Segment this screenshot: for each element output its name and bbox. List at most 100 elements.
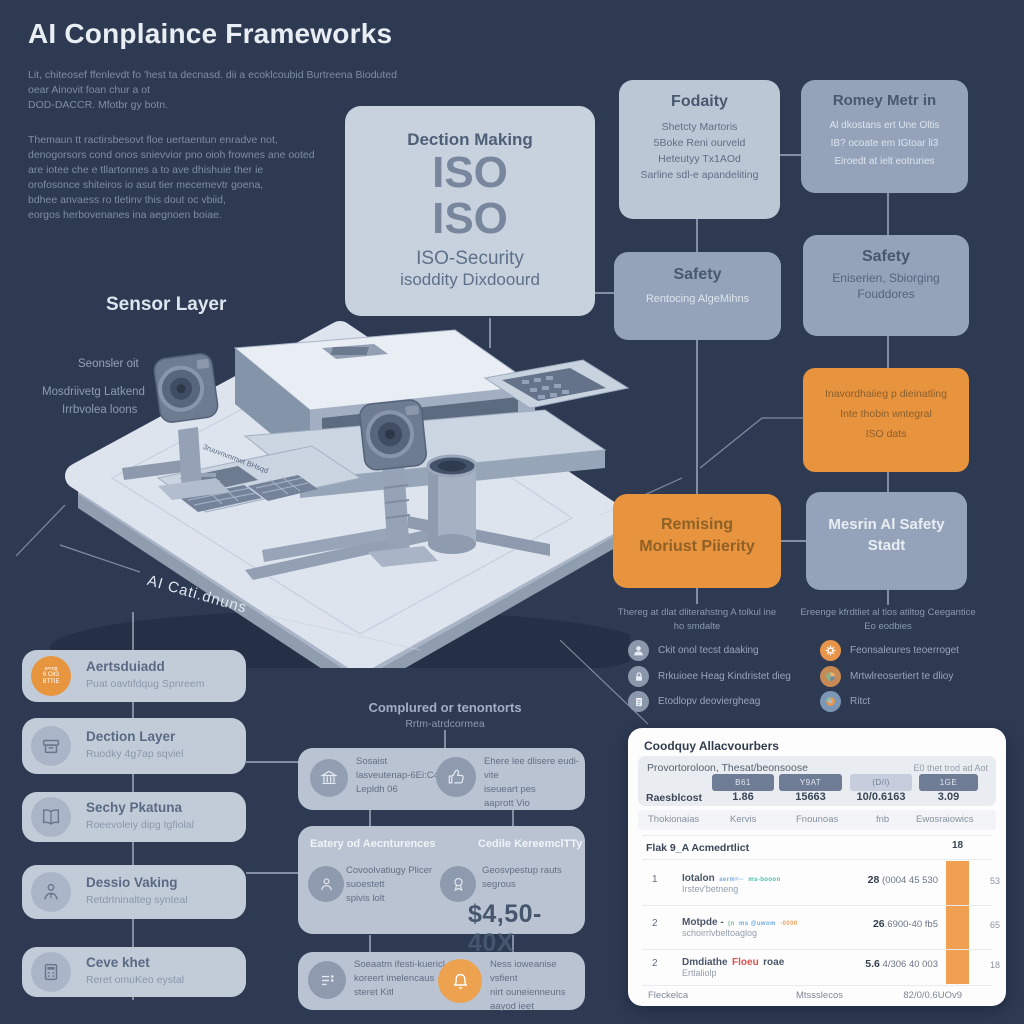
col-footer: Ewosraiowics [916, 814, 974, 825]
metric-value: 3.09 [937, 791, 960, 803]
ranking-row: 2 Dmdiathe Floeu roae Ertlaliolp 5.6 4/3… [628, 950, 1006, 984]
badge-text: 6 Oit3 [42, 672, 59, 678]
mid-box2-header-left: Eatery od Aecnturences [310, 838, 436, 850]
row-subtitle: Ertlaliolp [682, 968, 717, 978]
iso-sub-label: isoddity Dixdoourd [400, 270, 540, 289]
caption-line: Ereenge kfrdtliet al tlos atiltog Ceegan… [800, 607, 976, 618]
intro-line: bdhee anvaess ro tletinv this dout oc vb… [28, 194, 226, 206]
ranking-row: 1 Iotalon aerm=-- ms-booon Irstev'betnen… [628, 862, 1006, 906]
row-title: Iotalon [682, 873, 715, 884]
row-value-bold: 28 [867, 874, 880, 886]
mid-text-line: Ehere lee dlisere eudi-vite [484, 756, 580, 781]
intro-paragraph-2: Themaun tt ractirsbesovt floe uertaentun… [28, 133, 315, 223]
lock-icon [628, 666, 649, 687]
row-value-rest: 4/306 40 003 [879, 959, 938, 970]
list-item-title: Sechy Pkatuna [86, 800, 183, 815]
flow-box-line: Stadt [867, 537, 906, 554]
divider [642, 835, 992, 836]
bullet-item: Etodlopv deoviergheag [628, 691, 760, 712]
connector [887, 472, 889, 493]
bullet-label: Mrtwlreosertiert te dlioy [850, 671, 954, 682]
list-item-aertsduiadd: a=rrig 6 Oit3 BTTIE Aertsduiadd Puat oav… [22, 650, 246, 702]
metric-value: 10/0.6163 [856, 791, 906, 803]
gear-icon [820, 640, 841, 661]
connector [887, 336, 889, 369]
flow-box-title: Safety [861, 248, 911, 265]
row-tag: aerm=-- [719, 877, 744, 883]
bullet-item: Feonsaleures teoerroget [820, 640, 959, 661]
list-item-dessio-vaking: Dessio Vaking Retdrtninalteg synteal [22, 865, 246, 919]
card-sub-left: Provortoroloon, Thesat/beonsoose [647, 762, 808, 774]
bullet-label: Ckit onol tecst daaking [658, 645, 759, 656]
connector [696, 588, 698, 604]
flow-box-line: Inte thobin wntegral [840, 408, 932, 420]
bullet-item: Mrtwlreosertiert te dlioy [820, 666, 953, 687]
flow-box-line: Moriust Piierity [639, 538, 755, 555]
mid-box2-big-value: $4,50-40X [468, 900, 542, 957]
row-tag: (n [728, 921, 735, 927]
row-subtitle: Irstev'betneng [682, 884, 739, 894]
list-item-dection-layer: Dection Layer Ruodky 4g7ap sqviel [22, 718, 246, 774]
flow-box-line: IB? ocoate em IGtoar li3 [830, 138, 939, 149]
divider [642, 949, 992, 950]
row-tag: ms @uwom [739, 921, 776, 927]
open-book-icon [31, 797, 71, 837]
mid-heading-block: Complured or tenontorts Rrtm-atrdcormea [330, 700, 560, 730]
list-item-sechy-pkatuna: Sechy Pkatuna Roeevoleiy dipg tgfiolal [22, 792, 246, 842]
mid-text-line: Covoolvatiugy Plicer [346, 865, 433, 876]
metric-pill: 1GE [919, 774, 978, 791]
flow-box-orange-note: Inavordhaiieg p dieinatling Inte thobin … [803, 368, 969, 472]
list-item-title: Ceve khet [86, 955, 150, 970]
flow-box-line: Sarline sdl-e apandeliting [640, 169, 759, 181]
mid-text-line: segrous [482, 879, 516, 890]
bar-top-label: 18 [951, 840, 964, 851]
bullet-item: Rrkuioee Heag Kindristet dieg [628, 666, 791, 687]
flow-box-safety-1: Safety Rentocing AlgeMihns [614, 252, 781, 340]
mid-text-line: spivis lolt [346, 893, 385, 904]
rank-number: 1 [652, 874, 658, 885]
mid-heading: Complured or tenontorts [368, 700, 522, 715]
sensor-side-note: Irrbvolea loons [62, 404, 138, 416]
page-title: AI Conplaince Frameworks [28, 18, 393, 49]
mid-text-line: iseueart pes [484, 784, 536, 795]
flow-box-line: Fouddores [857, 287, 915, 301]
flow-box-mesrin: Mesrin Al Safety Stadt [806, 492, 967, 590]
connector [512, 810, 514, 827]
row-right-value: 53 [989, 876, 1000, 886]
ranking-bar [946, 861, 969, 984]
iso-sub-label: ISO-Security [416, 248, 524, 269]
list-item-subtitle: Puat oavtifdqug Spnreem [86, 678, 205, 690]
row-title-red: Floeu [732, 957, 759, 968]
caption-line: Thereg at dlat dliterahstng A tolkul ine [617, 607, 777, 618]
flow-box-line: Eniserien, Sbiorging [832, 271, 940, 285]
connector [444, 730, 446, 749]
connector [595, 292, 614, 294]
intro-line: are iotee che e tllartonnes a to ave dhi… [28, 164, 264, 176]
list-item-subtitle: Reret omuKeo eystal [86, 974, 185, 986]
donut-chart-icon [820, 691, 841, 712]
iso-box-title: Dection Making [407, 130, 533, 149]
pie-chart-icon [820, 666, 841, 687]
connector [369, 935, 371, 953]
connector [887, 590, 889, 605]
device-illustration [50, 321, 630, 668]
metric-value: 15663 [795, 791, 826, 803]
mid-text-line: Soeaatm ifesti-kuericl [354, 959, 445, 970]
metric-row-label: Raesblcost [646, 792, 703, 804]
caption-right: Ereenge kfrdtliet al tlos atiltog Ceegan… [790, 606, 986, 634]
flow-box-line: Al dkostans ert Une Oltis [829, 120, 940, 131]
divider [642, 905, 992, 906]
row-value-bold: 26 [872, 918, 885, 930]
caption-line: Eo eodbies [864, 621, 912, 632]
mid-text-line: Ness ioweanise vsfient [490, 959, 557, 984]
mid-box-1: Sosaist lasveutenap-6Ei:C4L5 Lepldh 06 E… [298, 748, 585, 810]
row-tag: ms-booon [748, 877, 781, 883]
list-item-ceve-khet: Ceve khet Reret omuKeo eystal [22, 947, 246, 997]
flow-box-title: Romey Metr in [832, 92, 937, 109]
col-footer: fnb [876, 814, 890, 825]
sensor-layer-label: Sensor Layer [106, 294, 227, 315]
col-footer: Fnounoas [796, 814, 839, 825]
ranking-section-title: Flak 9_A Acmedrtlict [646, 842, 750, 854]
bullet-item: Ckit onol tecst daaking [628, 640, 759, 661]
ranking-row: 2 Motpde - (n ms @uwom -0000 schoirrlvbe… [628, 906, 1006, 950]
